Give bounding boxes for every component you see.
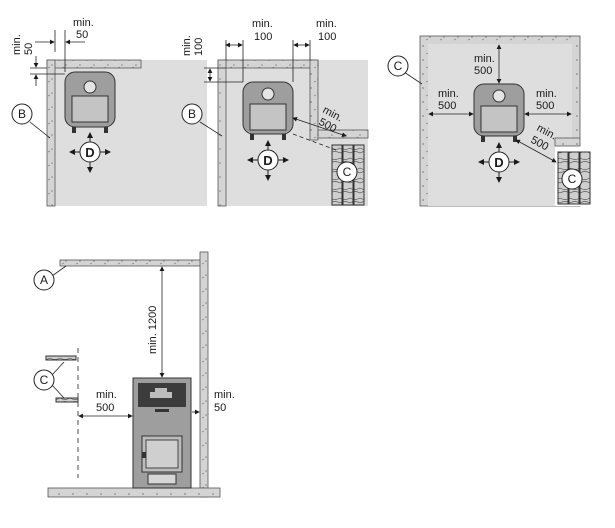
wall-top-dim-line1: min. — [252, 18, 273, 30]
corner-callout-d: D — [85, 145, 94, 160]
room-top-dim-line2: 500 — [474, 65, 492, 77]
elevation-callout-c: C — [40, 373, 49, 387]
elevation-view: min. 1200 min. 500 min. 50 A C — [33, 251, 235, 498]
elevation-bench-lower — [55, 397, 79, 403]
wall-view: min. 100 min. 100 min. 100 min. 500 B C … — [181, 18, 369, 207]
corner-top-dim-line1: min. — [73, 17, 94, 29]
elevation-back-dim-line2: 50 — [214, 402, 226, 414]
corner-direction-d: D — [69, 132, 111, 173]
wall-side-dim-line1: min. — [181, 35, 193, 56]
room-top-dim-line1: min. — [474, 53, 495, 65]
wall-back-wall — [217, 59, 319, 69]
wall-side-dim-line2: 100 — [193, 38, 205, 56]
elevation-back-dim-line1: min. — [214, 389, 235, 401]
wall-stove — [242, 81, 294, 140]
corner-side-wall — [46, 59, 56, 207]
corner-stove — [64, 71, 116, 133]
corner-back-wall — [46, 59, 142, 69]
corner-callout-b-circle — [11, 103, 33, 125]
elevation-floor — [47, 487, 221, 498]
elevation-ceiling-dim: min. 1200 — [147, 306, 159, 354]
room-callout-c: C — [394, 59, 403, 73]
room-right-dim-line2: 500 — [536, 100, 554, 112]
wall-direction-d: D — [247, 140, 289, 181]
elevation-bench-upper — [45, 355, 77, 361]
elevation-stove — [132, 377, 192, 489]
corner-view: min. 50 min. 50 B D — [11, 17, 207, 207]
wall-callout-b: B — [188, 107, 196, 121]
room-left-dim-line1: min. — [438, 88, 459, 100]
room-callout-d: D — [494, 155, 503, 170]
room-view: min. 500 min. 500 min. 500 min. 500 C C … — [387, 35, 591, 207]
elevation-callout-a: A — [40, 273, 48, 287]
corner-callout-b: B — [18, 107, 26, 121]
wall-callout-c: C — [343, 165, 352, 179]
wall-right-dim-line2: 100 — [318, 31, 336, 43]
corner-top-dim-line2: 50 — [76, 29, 88, 41]
room-left-dim-line2: 500 — [438, 100, 456, 112]
elevation-back-wall — [199, 251, 209, 498]
room-stove — [473, 83, 525, 142]
corner-side-dim-line1: min. — [11, 34, 23, 55]
elevation-front-dim-line2: 500 — [96, 402, 114, 414]
elevation-ceiling — [59, 259, 203, 267]
wall-right-dim-line1: min. — [316, 18, 337, 30]
room-direction-d: D — [478, 142, 520, 183]
wall-right-wall — [309, 59, 319, 141]
room-right-dim-line1: min. — [536, 88, 557, 100]
elevation-front-dim-line1: min. — [96, 389, 117, 401]
room-callout-c-wood: C — [568, 172, 577, 186]
wall-callout-d: D — [263, 153, 272, 168]
corner-side-dim-line2: 50 — [23, 43, 35, 55]
wall-top-dim-line2: 100 — [254, 31, 272, 43]
